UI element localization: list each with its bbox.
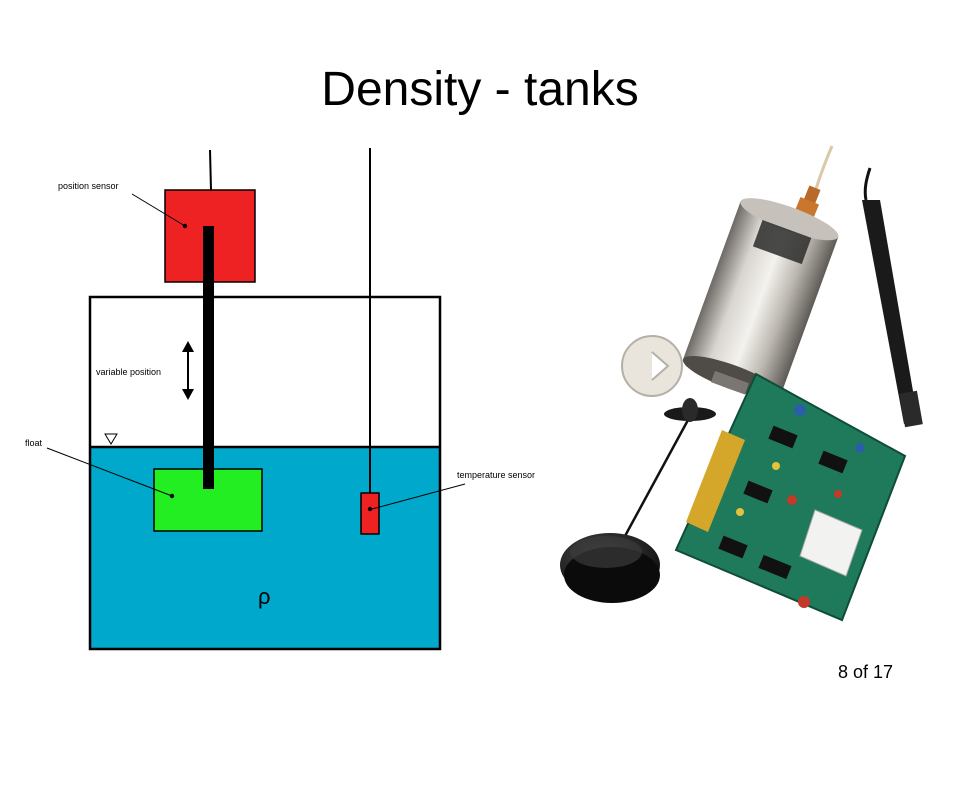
float-rod bbox=[203, 226, 214, 489]
float-on-wire bbox=[560, 398, 716, 603]
density-probe-cylinder bbox=[682, 198, 839, 399]
temperature-sensor-box bbox=[360, 492, 380, 535]
label-position-sensor: position sensor bbox=[58, 181, 119, 191]
variable-position-arrow-icon bbox=[182, 341, 194, 400]
liquid-level-marker-icon bbox=[104, 433, 118, 445]
tank-outline bbox=[88, 295, 442, 651]
circuit-board bbox=[674, 372, 907, 622]
leader-dot-float bbox=[169, 493, 175, 499]
page-number: 8 of 17 bbox=[838, 662, 894, 682]
product-photo bbox=[560, 145, 923, 622]
position-sensor-cable bbox=[209, 149, 212, 191]
tank-diagram: position sensor variable position float … bbox=[25, 148, 535, 651]
rod-probe bbox=[862, 167, 923, 428]
label-density-symbol: ρ bbox=[258, 584, 271, 609]
label-float: float bbox=[25, 438, 43, 448]
leader-dot-position-sensor bbox=[182, 223, 188, 229]
slide: Density - tanks bbox=[25, 63, 923, 682]
probe-wire bbox=[813, 145, 834, 193]
hex-nut-disc-icon bbox=[621, 335, 683, 397]
leader-float bbox=[46, 447, 173, 497]
slide-title: Density - tanks bbox=[321, 63, 639, 116]
label-temperature-sensor: temperature sensor bbox=[457, 470, 535, 480]
leader-position-sensor bbox=[131, 193, 186, 227]
leader-dot-temperature-sensor bbox=[367, 506, 373, 512]
slide-graphics: position sensor variable position float … bbox=[25, 145, 923, 651]
leader-temperature-sensor bbox=[371, 483, 466, 510]
liquid-body bbox=[90, 447, 440, 649]
label-variable-position: variable position bbox=[96, 367, 161, 377]
